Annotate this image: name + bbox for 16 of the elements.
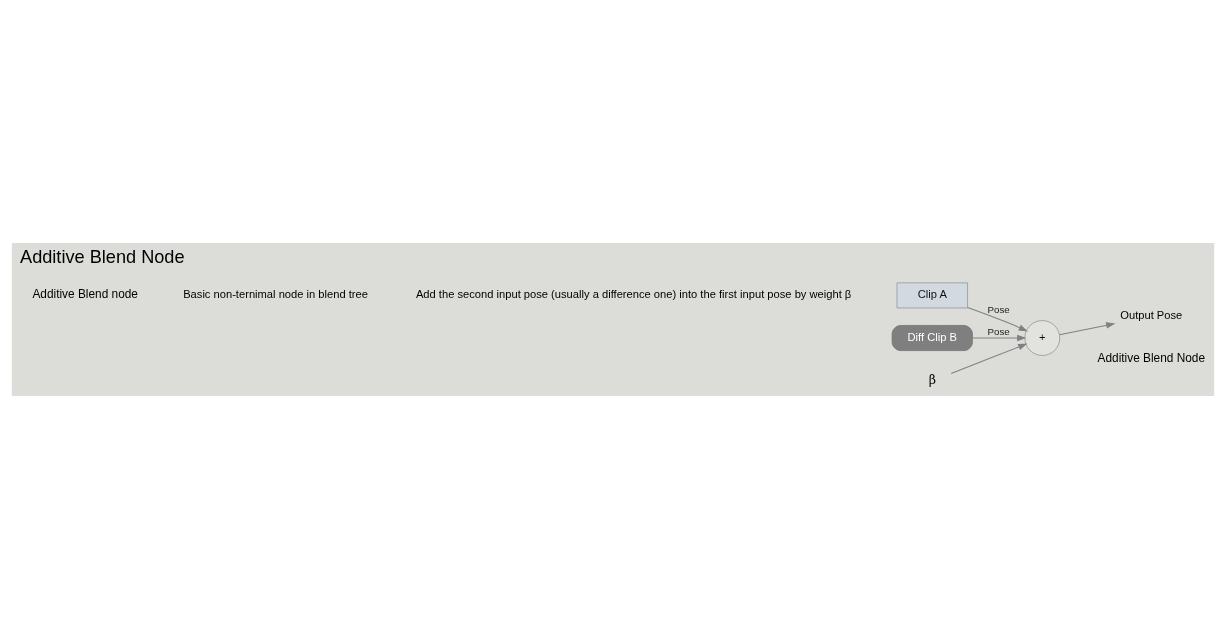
edge-label: Pose (987, 304, 1010, 315)
arrow (967, 306, 1028, 332)
label: Add the second input pose (usually a difference one) into the first input pose by weight β (415, 288, 852, 301)
arrow (1059, 322, 1116, 336)
edge-label: Pose (987, 326, 1010, 338)
label: Basic non-ternimal node in blend tree (183, 288, 368, 301)
caption: Additive Blend Node (1097, 350, 1206, 365)
node-box: Clip A (896, 282, 968, 309)
label: Additive Blend node (32, 287, 138, 302)
node-box: Diff Clip B (891, 325, 973, 351)
diagram-title: Additive Blend Node (20, 247, 185, 268)
node-circle: + (1024, 320, 1061, 356)
arrow (971, 334, 1027, 342)
node-text: Output Pose (1120, 309, 1183, 322)
node-text: β (928, 371, 936, 387)
arrow (950, 343, 1028, 375)
